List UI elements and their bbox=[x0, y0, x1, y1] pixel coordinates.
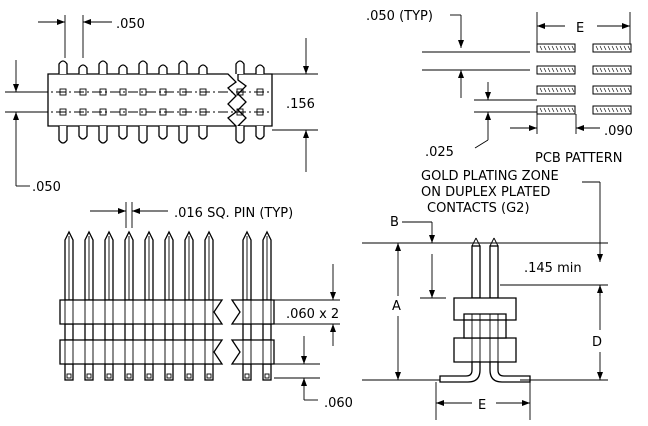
top-pin-upper bbox=[255, 64, 265, 74]
pcb-pad bbox=[536, 85, 576, 95]
top-view-body bbox=[47, 73, 238, 127]
pcb-pad bbox=[592, 43, 632, 53]
side-d-label: D bbox=[592, 335, 602, 350]
front-upper-body-right bbox=[230, 299, 275, 325]
side-lower-body bbox=[453, 337, 517, 363]
top-pin-upper bbox=[118, 64, 128, 74]
front-lower-body-right bbox=[230, 339, 275, 365]
side-upper-body bbox=[453, 297, 517, 321]
top-pin-lower bbox=[158, 126, 168, 140]
side-b-label: B bbox=[390, 215, 399, 230]
pcb-pitch-typ-label: .050 (TYP) bbox=[366, 9, 433, 24]
gold-note-line-2: ON DUPLEX PLATED bbox=[421, 185, 550, 200]
top-pin-upper bbox=[198, 64, 208, 74]
top-pin-upper bbox=[178, 60, 188, 74]
top-pin-lower bbox=[58, 126, 68, 144]
front-lower-body bbox=[59, 339, 224, 365]
top-pitch-label: .050 bbox=[116, 17, 145, 32]
top-pin-lower bbox=[255, 126, 265, 140]
pcb-pad bbox=[592, 65, 632, 75]
top-pin-lower bbox=[78, 126, 88, 140]
bottom-060-label: .060 bbox=[324, 396, 353, 411]
top-pin-lower bbox=[198, 126, 208, 140]
top-view-body-right bbox=[236, 73, 273, 127]
top-pin-lower bbox=[138, 126, 148, 144]
pcb-pad bbox=[592, 85, 632, 95]
pcb-pad bbox=[536, 105, 576, 115]
side-145-label: .145 min bbox=[524, 261, 582, 276]
top-row-spacing-label: .156 bbox=[286, 97, 315, 112]
pcb-pad bbox=[536, 65, 576, 75]
top-view-upper-pins bbox=[58, 60, 265, 74]
top-view-lower-pins bbox=[58, 126, 265, 144]
top-pin-upper bbox=[78, 64, 88, 74]
body-height-label: .060 x 2 bbox=[286, 307, 339, 322]
top-view: .050 .156 .050 bbox=[5, 15, 318, 195]
front-pin bbox=[242, 230, 252, 381]
pcb-pad bbox=[592, 105, 632, 115]
top-pin-upper bbox=[98, 60, 108, 74]
pcb-025-label: .025 bbox=[425, 145, 454, 160]
top-pin-lower bbox=[118, 126, 128, 140]
gold-note-line-3: CONTACTS (G2) bbox=[427, 201, 530, 216]
pcb-pattern-view: .050 (TYP) E .025 .090 PCB bbox=[366, 9, 633, 166]
side-e-label: E bbox=[478, 398, 486, 413]
pcb-title: PCB PATTERN bbox=[535, 151, 622, 166]
top-pin-upper bbox=[138, 60, 148, 74]
side-a-label: A bbox=[392, 299, 401, 314]
pin-size-label: .016 SQ. PIN (TYP) bbox=[174, 206, 293, 221]
front-view-pin-passthroughs bbox=[64, 300, 272, 364]
top-pin-lower bbox=[98, 126, 108, 144]
top-pin-lower bbox=[235, 126, 245, 144]
pcb-pad bbox=[536, 43, 576, 53]
top-pin-upper bbox=[58, 60, 68, 74]
gold-plating-note: GOLD PLATING ZONE ON DUPLEX PLATED CONTA… bbox=[421, 169, 603, 262]
top-pin-lower bbox=[178, 126, 188, 144]
top-pin-upper bbox=[235, 60, 245, 74]
pcb-pads bbox=[536, 43, 632, 115]
top-pin-upper bbox=[158, 64, 168, 74]
front-view: .016 SQ. PIN (TYP) .060 x 2 .060 bbox=[59, 202, 353, 411]
front-upper-body bbox=[59, 299, 224, 325]
pcb-e-label: E bbox=[576, 21, 584, 36]
gold-note-line-1: GOLD PLATING ZONE bbox=[421, 169, 559, 184]
side-view: B A .145 min D E bbox=[362, 215, 608, 420]
top-left-pitch-label: .050 bbox=[32, 180, 61, 195]
pcb-090-label: .090 bbox=[604, 124, 633, 139]
